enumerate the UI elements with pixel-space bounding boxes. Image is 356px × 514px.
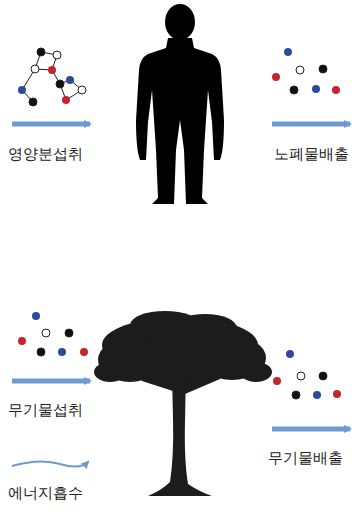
tree-silhouette — [94, 311, 272, 496]
nutrient-molecules — [18, 48, 86, 106]
process-label: 노폐물배출 — [274, 145, 349, 163]
intake-arrow — [12, 122, 90, 127]
waste-dots — [272, 48, 340, 94]
mineral-dots — [18, 312, 88, 356]
excretion-arrow — [272, 122, 350, 127]
process-label: 무기물배출 — [268, 449, 343, 467]
process-label: 영양분섭취 — [8, 145, 83, 163]
energy-arrow — [12, 461, 88, 466]
mineral-intake-arrow — [12, 379, 90, 384]
mineral-out-dots — [273, 350, 341, 399]
human-silhouette — [136, 4, 224, 204]
process-label: 에너지흡수 — [8, 484, 83, 502]
process-label: 무기물섭취 — [8, 401, 83, 419]
mineral-out-arrow — [272, 427, 350, 432]
